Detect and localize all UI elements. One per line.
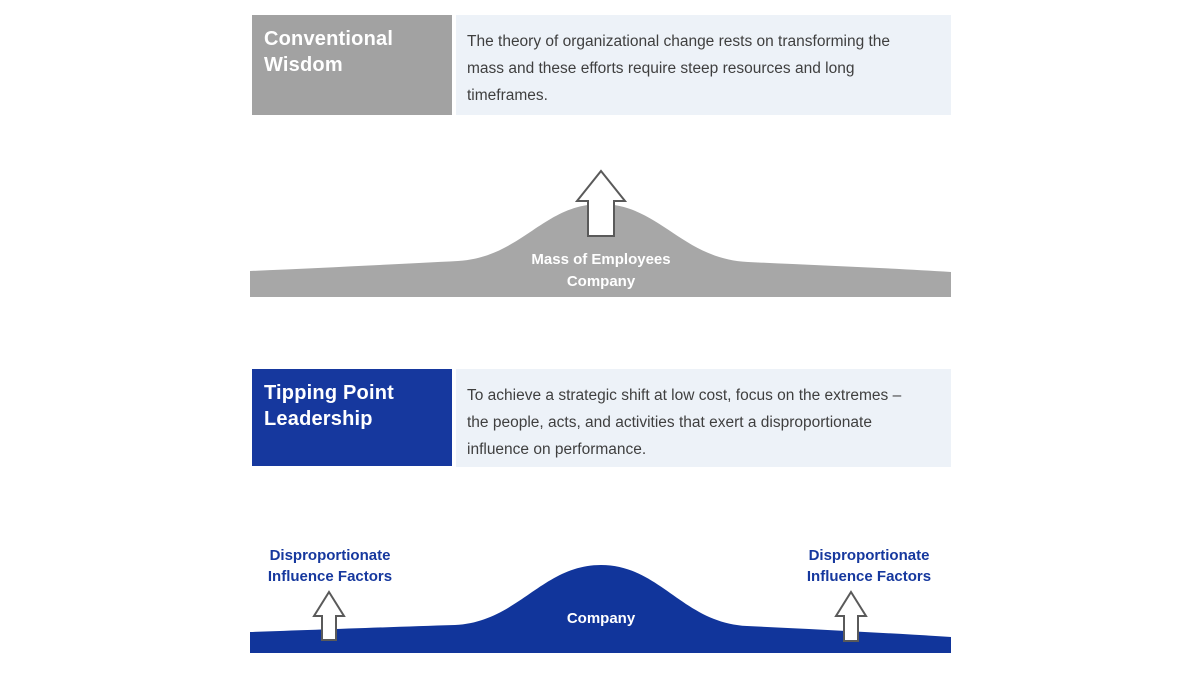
left-factor-line2: Influence Factors — [267, 568, 393, 585]
left-factor-line1: Disproportionate — [269, 547, 391, 564]
right-factor-line2: Influence Factors — [806, 568, 932, 585]
right-influence-factor-label: Disproportionate Influence Factors — [789, 545, 949, 587]
mass-of-employees-hill-diagram — [250, 169, 951, 297]
left-influence-factor-label: Disproportionate Influence Factors — [250, 545, 410, 587]
mass-of-employees-label: Mass of Employees — [531, 251, 671, 268]
blue-hill-shape — [250, 565, 951, 653]
conventional-wisdom-header: Conventional Wisdom — [252, 15, 452, 115]
tipping-point-leadership-header: Tipping Point Leadership — [252, 369, 452, 466]
gray-hill-label: Mass of Employees Company — [451, 249, 751, 293]
tipping-point-description: To achieve a strategic shift at low cost… — [456, 369, 951, 467]
company-label-top: Company — [566, 273, 636, 290]
blue-hill-label: Company — [566, 610, 636, 627]
gray-hill-shape — [250, 204, 951, 297]
up-arrow-icon — [574, 169, 628, 237]
left-up-arrow-icon — [312, 590, 346, 641]
right-up-arrow-icon — [834, 590, 868, 642]
conventional-wisdom-description: The theory of organizational change rest… — [456, 15, 951, 115]
company-hill-diagram — [250, 565, 951, 653]
right-factor-line1: Disproportionate — [808, 547, 930, 564]
